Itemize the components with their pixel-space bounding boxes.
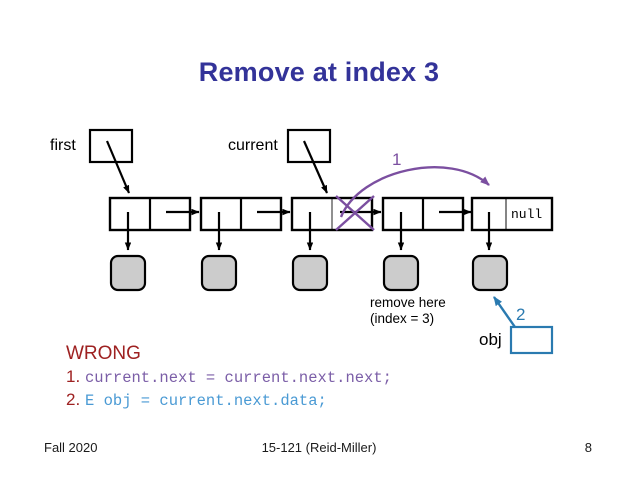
footer-page-number: 8 — [584, 440, 592, 455]
page-title: Remove at index 3 — [198, 57, 440, 87]
step-1-rewire-arrow — [339, 166, 490, 218]
node-4-data-box — [471, 254, 509, 292]
first-to-node0-arrow — [105, 140, 131, 194]
footer-course: 15-121 (Reid-Miller) — [261, 440, 377, 455]
remove-here-annotation: remove here (index = 3) — [370, 295, 446, 326]
current-to-node2-arrow — [302, 140, 329, 194]
obj-pointer-box — [509, 325, 554, 355]
node-2 — [290, 196, 382, 292]
node-4 — [470, 196, 554, 292]
node-1-data-box — [200, 254, 238, 292]
step-1-label: 1 — [392, 150, 402, 169]
footer-term: Fall 2020 — [44, 440, 98, 455]
current-pointer-label: current — [228, 137, 278, 154]
code-line-2-text: E obj = current.next.data; — [85, 392, 327, 410]
node-3 — [381, 196, 472, 292]
obj-pointer-label: obj — [479, 330, 502, 349]
first-pointer-label: first — [50, 137, 76, 154]
code-line-1: 1. current.next = current.next.next; — [66, 366, 486, 389]
slide-footer: Fall 2020 15-121 (Reid-Miller) 8 — [0, 440, 638, 460]
first-pointer-box — [88, 128, 134, 164]
code-line-2-number: 2. — [66, 390, 81, 409]
step-2-label: 2 — [516, 305, 526, 324]
wrong-heading: WRONG — [66, 343, 141, 364]
code-block: WRONG 1. current.next = current.next.nex… — [66, 343, 486, 412]
node-0-data-box — [109, 254, 147, 292]
code-line-1-number: 1. — [66, 367, 81, 386]
null-label: null — [511, 207, 543, 222]
node-0 — [108, 196, 200, 292]
node-2-data-box — [291, 254, 329, 292]
node-1 — [199, 196, 291, 292]
node-3-data-box — [382, 254, 420, 292]
code-line-2: 2. E obj = current.next.data; — [66, 389, 486, 412]
broken-link-x-mark — [335, 195, 375, 231]
code-line-1-text: current.next = current.next.next; — [85, 369, 392, 387]
current-pointer-box — [286, 128, 332, 164]
